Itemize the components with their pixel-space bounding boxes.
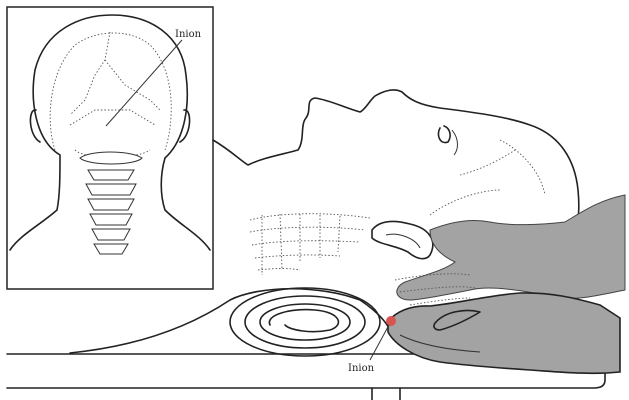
inset-leader-line	[105, 39, 183, 127]
inion-marker	[386, 316, 396, 326]
inset-vertebrae	[79, 151, 143, 255]
towel-roll	[69, 287, 391, 357]
upper-hand	[396, 194, 626, 301]
cervical-spine	[249, 213, 371, 275]
main-inion-label: Inion	[348, 363, 375, 374]
lower-hand	[387, 292, 621, 375]
inset-inion-label: Inion	[175, 29, 202, 40]
examiner-hands	[387, 194, 626, 375]
main-leader-line	[369, 324, 390, 361]
patient-head	[212, 89, 580, 260]
inset-panel: Inion	[6, 6, 214, 290]
